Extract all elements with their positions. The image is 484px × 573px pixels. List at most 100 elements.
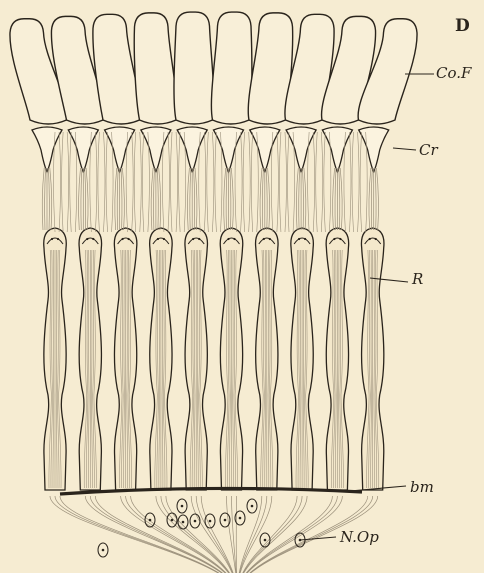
- optic-nerve-fibres: [50, 496, 378, 573]
- nucleus-dot: [92, 238, 94, 240]
- pigment-fibre: [140, 132, 142, 232]
- label-retinula: R: [412, 270, 423, 288]
- ganglion-nucleolus: [171, 519, 174, 522]
- pigment-fibre: [204, 132, 206, 232]
- label-basement-membrane: bm: [410, 478, 434, 496]
- pigment-fibre: [358, 132, 360, 232]
- cone-fibre: [335, 168, 336, 230]
- cone-fibre: [226, 168, 227, 230]
- ganglion-nucleolus: [149, 519, 152, 522]
- nucleus-dot: [227, 238, 229, 240]
- pigment-fibre: [241, 132, 243, 232]
- pigment-fibre: [324, 132, 326, 232]
- cone-fibre: [159, 168, 161, 230]
- ganglion-nucleolus: [264, 539, 267, 542]
- cone-fibre: [85, 168, 86, 230]
- pigment-fibre: [316, 132, 318, 232]
- pigment-fibre: [349, 132, 351, 232]
- cone-fibre: [194, 168, 195, 230]
- pigment-fibre: [103, 132, 105, 232]
- crystalline-cone-layer: [32, 127, 389, 232]
- nucleus-dot: [57, 238, 59, 240]
- pigment-fibre: [212, 132, 214, 232]
- nucleus-dot: [128, 238, 130, 240]
- pigment-fibre: [62, 132, 64, 232]
- pigment-fibre: [95, 132, 97, 232]
- pigment-fibre: [352, 132, 354, 232]
- panel-letter: D: [455, 16, 470, 36]
- nerve-fibre: [201, 496, 233, 573]
- pigment-fibre: [243, 132, 245, 232]
- crystalline-cone: [68, 127, 98, 172]
- membrane-line: [60, 488, 362, 494]
- cone-fibre: [304, 168, 306, 230]
- nucleus-dot: [269, 238, 271, 240]
- cone-fibre: [195, 168, 197, 230]
- cornea-facet: [134, 13, 177, 124]
- pigment-fibre: [277, 132, 279, 232]
- pigment-fibre: [313, 132, 315, 232]
- cornea-facet: [174, 12, 214, 124]
- pigment-fibre: [179, 132, 181, 232]
- nucleus-dot: [369, 238, 371, 240]
- cone-fibre: [299, 168, 300, 230]
- label-cornea: Co.F: [436, 64, 471, 82]
- cornea-facet: [211, 12, 252, 124]
- label-crystalline-cone: Cr: [419, 141, 438, 159]
- cone-fibre: [187, 168, 189, 230]
- pigment-fibre: [207, 132, 209, 232]
- cone-fibre: [79, 168, 81, 230]
- cone-fibre: [371, 168, 372, 230]
- pigment-fibre: [106, 132, 108, 232]
- cone-fibre: [86, 168, 88, 230]
- ganglion-nucleolus: [209, 520, 212, 523]
- pigment-fibre: [285, 132, 287, 232]
- label-optic-nerve: N.Op: [340, 528, 379, 546]
- cone-fibre: [224, 168, 226, 230]
- leader-crystalline-cone: [393, 148, 416, 150]
- basement-membrane: [60, 488, 362, 494]
- cone-fibre: [303, 168, 304, 230]
- ganglion-nucleolus: [239, 517, 242, 520]
- pigment-fibre: [67, 132, 69, 232]
- cone-fibre: [266, 168, 267, 230]
- nucleus-dot: [375, 238, 377, 240]
- cone-fibre: [81, 168, 82, 230]
- crystalline-cone: [105, 127, 135, 172]
- cone-fibre: [48, 168, 49, 230]
- nucleus-dot: [86, 238, 88, 240]
- nucleus-dot: [192, 238, 194, 240]
- pigment-fibre: [279, 132, 281, 232]
- pigment-fibre: [134, 132, 136, 232]
- cone-fibre: [115, 168, 117, 230]
- nucleus-dot: [163, 238, 165, 240]
- nucleus-dot: [233, 238, 235, 240]
- ganglion-nucleolus: [181, 505, 184, 508]
- cone-fibre: [151, 168, 153, 230]
- pigment-fibre: [98, 132, 100, 232]
- crystalline-cone: [286, 127, 316, 172]
- cone-fibre: [333, 168, 335, 230]
- cone-fibre: [157, 168, 158, 230]
- nucleus-dot: [157, 238, 159, 240]
- retinula-layer: [44, 228, 384, 490]
- pigment-fibre: [215, 132, 217, 232]
- pigment-fibre: [142, 132, 144, 232]
- cone-fibre: [375, 168, 376, 230]
- crystalline-cone: [322, 127, 352, 172]
- nucleus-dot: [304, 238, 306, 240]
- cone-fibre: [296, 168, 298, 230]
- nerve-fibre: [227, 496, 236, 573]
- pigment-fibre: [288, 132, 290, 232]
- pigment-fibre: [360, 132, 362, 232]
- nucleus-dot: [333, 238, 335, 240]
- crystalline-cone: [177, 127, 207, 172]
- pigment-fibre: [321, 132, 323, 232]
- crystalline-cone: [250, 127, 280, 172]
- nucleus-dot: [198, 238, 200, 240]
- pigment-fibre: [59, 132, 61, 232]
- pigment-fibre: [176, 132, 178, 232]
- ganglion-nucleolus: [194, 520, 197, 523]
- nerve-fibre: [240, 496, 267, 573]
